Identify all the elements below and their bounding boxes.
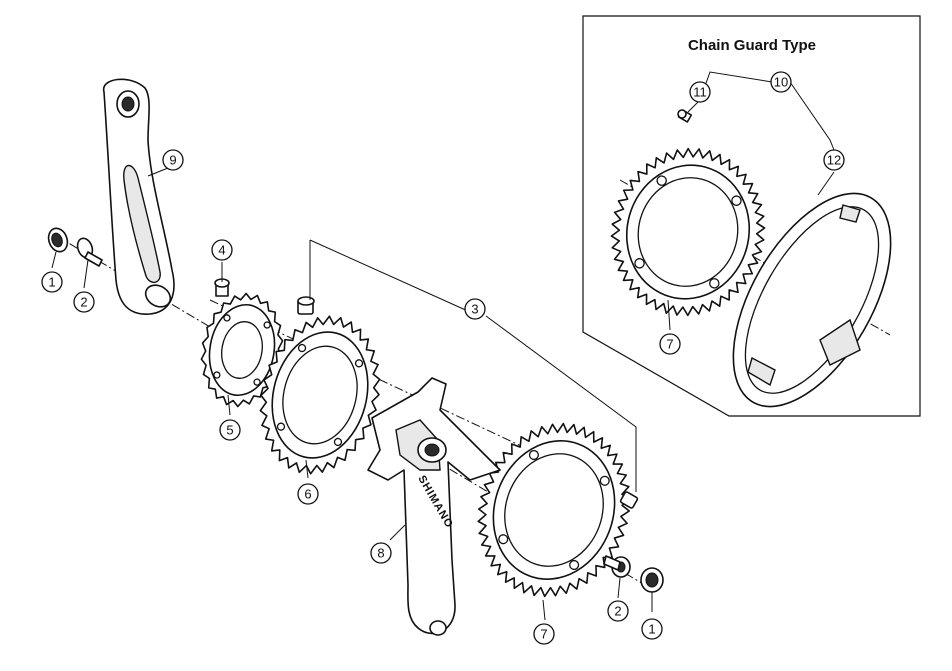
callout-number: 10 — [774, 75, 788, 90]
callout-circle — [689, 81, 711, 103]
callout-circle — [370, 542, 392, 564]
chainring-bolt-right — [619, 491, 639, 509]
callout-number: 12 — [827, 153, 841, 168]
chain-guard — [732, 192, 892, 408]
callout-circle — [823, 149, 845, 171]
callout-number: 5 — [226, 423, 233, 438]
chainring-nut-3 — [297, 296, 315, 315]
callout-number: 8 — [377, 546, 384, 561]
callout-number: 9 — [169, 153, 176, 168]
callout-circle — [162, 149, 184, 171]
callout-number: 2 — [614, 604, 621, 619]
callout-circle — [464, 298, 486, 320]
left-crank-arm — [103, 78, 175, 315]
chainring-bolt-small — [677, 109, 693, 123]
callout-circle — [211, 239, 233, 261]
crank-bolt-right — [603, 555, 631, 578]
callout-circle — [770, 71, 792, 93]
callout-circle — [659, 333, 681, 355]
callout-number: 7 — [540, 627, 547, 642]
large-chainring — [477, 422, 631, 598]
callout-number: 11 — [693, 85, 707, 100]
crank-cap-left — [47, 227, 69, 253]
callout-number: 1 — [48, 275, 55, 290]
inset-title: Chain Guard Type — [688, 37, 816, 54]
crank-bolt-left — [76, 237, 103, 267]
chainring-bolt-4 — [214, 278, 230, 297]
callout-circle — [73, 291, 95, 313]
callout-number: 6 — [304, 487, 311, 502]
small-chainring — [200, 292, 284, 408]
chain-guard-inset: Chain Guard Type — [582, 15, 921, 417]
callout-circle — [607, 600, 629, 622]
callout-number: 2 — [80, 295, 87, 310]
right-crank-arm: SHIMANO — [367, 377, 501, 636]
callout-number: 7 — [666, 337, 673, 352]
callout-circle — [641, 618, 663, 640]
callout-circle — [297, 483, 319, 505]
inset-chainring — [610, 147, 766, 317]
callout-number: 3 — [471, 302, 478, 317]
callout-number: 4 — [218, 243, 225, 258]
callout-circle — [533, 623, 555, 645]
inset-frame — [582, 15, 921, 417]
callout-number: 1 — [648, 622, 655, 637]
middle-chainring — [259, 315, 381, 475]
callout-circle — [219, 419, 241, 441]
callout-circle — [41, 271, 63, 293]
crank-cap-right — [640, 567, 664, 593]
